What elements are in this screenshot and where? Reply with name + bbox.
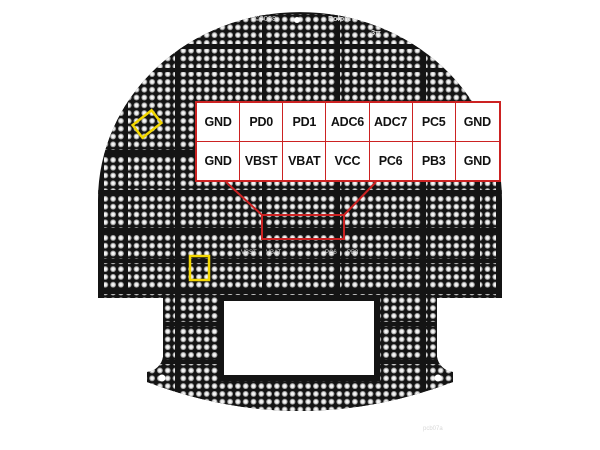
small-label-pb3: PB3 xyxy=(347,250,359,256)
model-text: 3π xyxy=(371,28,381,37)
pin-cell: GND xyxy=(197,142,241,180)
jumper-highlight-lower xyxy=(188,254,211,282)
lcd-cutout xyxy=(218,295,380,381)
brand-text: Pololu xyxy=(328,14,351,23)
pin-cell: ADC7 xyxy=(370,103,413,141)
pin-cell: GND xyxy=(463,154,491,168)
copyright-text: ©2008 xyxy=(254,14,276,23)
small-label-vbat: VBAT xyxy=(266,250,282,256)
callout-leader-right xyxy=(343,181,377,216)
callout-leader-left xyxy=(225,181,263,216)
pcb-code-text: pcb07a xyxy=(423,426,443,432)
pin-callout-table: GND PD0 PD1 ADC6 ADC7 PC5 GND GND VBST V… xyxy=(195,101,501,182)
pin-cell: VBST xyxy=(240,142,284,180)
pin-row-top: GND PD0 PD1 ADC6 ADC7 PC5 GND xyxy=(197,103,499,141)
pin-cell: GND xyxy=(463,115,491,129)
pin-cell: PD1 xyxy=(283,103,327,141)
jumper-highlight-upper xyxy=(130,108,164,140)
small-label-vbst: VBST xyxy=(241,250,257,256)
pin-cell: ADC6 xyxy=(326,103,370,141)
pin-row-bottom: GND VBST VBAT VCC PC6 PB3 GND xyxy=(197,142,499,180)
pin-cell: VBAT xyxy=(283,142,327,180)
header-highlight-box xyxy=(261,214,345,240)
pin-cell: PC6 xyxy=(370,142,413,180)
pin-row-divider xyxy=(197,141,499,142)
small-label-pc6: PC6 xyxy=(325,250,337,256)
pin-cell: PB3 xyxy=(413,142,456,180)
pin-cell: PC5 xyxy=(413,103,456,141)
pin-cell: PD0 xyxy=(240,103,284,141)
pin-cell: GND xyxy=(197,103,241,141)
pin-cell: VCC xyxy=(326,142,370,180)
